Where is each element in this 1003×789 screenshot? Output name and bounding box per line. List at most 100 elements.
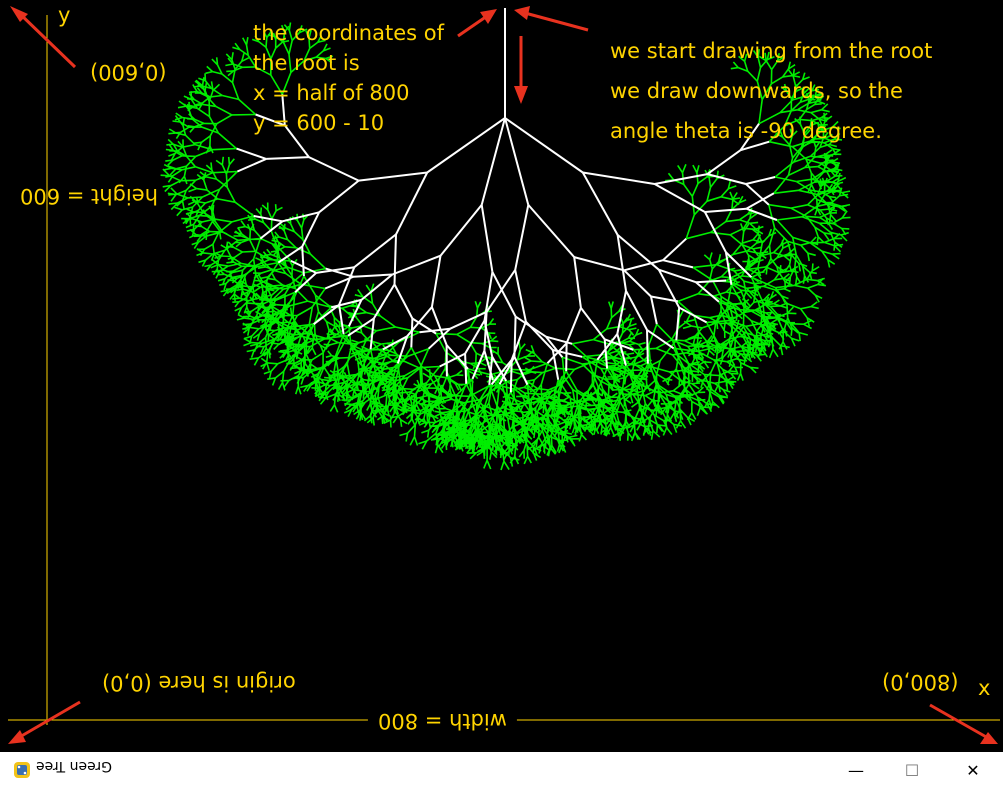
leaf-segment	[656, 373, 666, 380]
leaf-segment	[533, 352, 543, 363]
leaf-segment	[827, 180, 837, 185]
leaf-segment	[543, 446, 546, 454]
leaf-segment	[783, 288, 791, 293]
leaf-segment	[834, 138, 843, 141]
leaf-segment	[739, 372, 744, 381]
leaf-segment	[371, 360, 384, 365]
leaf-segment	[425, 408, 433, 417]
leaf-segment	[383, 419, 391, 425]
leaf-segment	[216, 64, 223, 75]
leaf-segment	[703, 361, 710, 369]
leaf-segment	[747, 268, 758, 274]
leaf-segment	[490, 451, 498, 459]
leaf-segment	[215, 159, 223, 166]
leaf-segment	[644, 394, 654, 402]
leaf-segment	[310, 373, 319, 378]
leaf-segment	[297, 306, 313, 317]
leaf-segment	[833, 232, 841, 240]
leaf-segment	[686, 417, 692, 426]
leaf-segment	[656, 407, 664, 415]
trunk-segment	[745, 207, 778, 221]
width-label: width = 800	[368, 706, 517, 736]
close-button[interactable]: ✕	[966, 761, 980, 780]
leaf-segment	[765, 333, 773, 339]
leaf-segment	[288, 40, 293, 55]
leaf-segment	[212, 268, 218, 276]
trunk-segment	[483, 350, 494, 381]
trunk-segment	[236, 157, 267, 173]
leaf-segment	[187, 200, 196, 206]
leaf-segment	[262, 361, 268, 370]
leaf-segment	[263, 288, 271, 294]
window-titlebar[interactable]: Green Tree — ☐ ✕	[0, 752, 1003, 789]
leaf-segment	[729, 191, 734, 200]
leaf-segment	[623, 377, 627, 385]
leaf-segment	[480, 418, 486, 429]
leaf-segment	[620, 341, 630, 346]
leaf-segment	[549, 446, 557, 455]
leaf-segment	[476, 404, 493, 416]
leaf-segment	[183, 166, 188, 177]
leaf-segment	[823, 232, 830, 241]
leaf-segment	[773, 174, 790, 194]
trunk-segment	[625, 290, 648, 331]
leaf-segment	[434, 375, 442, 388]
leaf-segment	[392, 416, 399, 424]
trunk-segment	[509, 359, 513, 393]
maximize-button[interactable]: ☐	[904, 761, 920, 780]
leaf-segment	[500, 435, 509, 444]
leaf-segment	[512, 389, 515, 398]
leaf-segment	[486, 459, 492, 470]
leaf-segment	[806, 215, 820, 219]
leaf-segment	[786, 303, 789, 318]
minimize-button[interactable]: —	[848, 761, 864, 780]
trunk-segment	[675, 307, 681, 341]
leaf-segment	[742, 218, 751, 229]
leaf-segment	[700, 379, 715, 385]
leaf-segment	[332, 370, 339, 373]
leaf-segment	[556, 438, 561, 447]
leaf-segment	[632, 394, 642, 406]
leaf-segment	[491, 425, 495, 434]
leaf-segment	[538, 397, 549, 401]
leaf-segment	[599, 380, 604, 390]
leaf-segment	[726, 358, 737, 363]
leaf-segment	[707, 335, 713, 342]
python-icon	[14, 762, 30, 778]
trunk-segment	[662, 259, 694, 269]
leaf-segment	[752, 233, 759, 241]
leaf-segment	[413, 424, 417, 437]
leaf-segment	[807, 204, 821, 211]
leaf-segment	[484, 436, 492, 441]
leaf-segment	[815, 140, 821, 149]
leaf-segment	[702, 372, 712, 381]
leaf-segment	[257, 266, 266, 269]
leaf-segment	[738, 309, 752, 322]
leaf-segment	[439, 431, 449, 440]
leaf-segment	[829, 143, 838, 148]
leaf-segment	[378, 363, 386, 366]
leaf-segment	[250, 290, 261, 299]
leaf-segment	[643, 384, 648, 393]
leaf-segment	[591, 382, 598, 392]
leaf-segment	[264, 337, 267, 349]
leaf-segment	[708, 344, 716, 348]
leaf-segment	[705, 322, 719, 344]
leaf-segment	[290, 315, 299, 327]
leaf-segment	[676, 397, 684, 405]
leaf-segment	[288, 374, 299, 382]
leaf-segment	[722, 349, 731, 358]
leaf-segment	[681, 163, 687, 174]
leaf-segment	[563, 392, 572, 395]
leaf-segment	[487, 332, 493, 340]
leaf-segment	[328, 374, 332, 383]
leaf-segment	[746, 242, 758, 252]
leaf-segment	[233, 246, 243, 253]
leaf-segment	[300, 384, 309, 389]
leaf-segment	[616, 367, 623, 373]
leaf-segment	[744, 309, 758, 314]
leaf-segment	[817, 277, 824, 286]
leaf-segment	[824, 241, 835, 247]
leaf-segment	[615, 412, 620, 422]
leaf-segment	[252, 238, 262, 260]
